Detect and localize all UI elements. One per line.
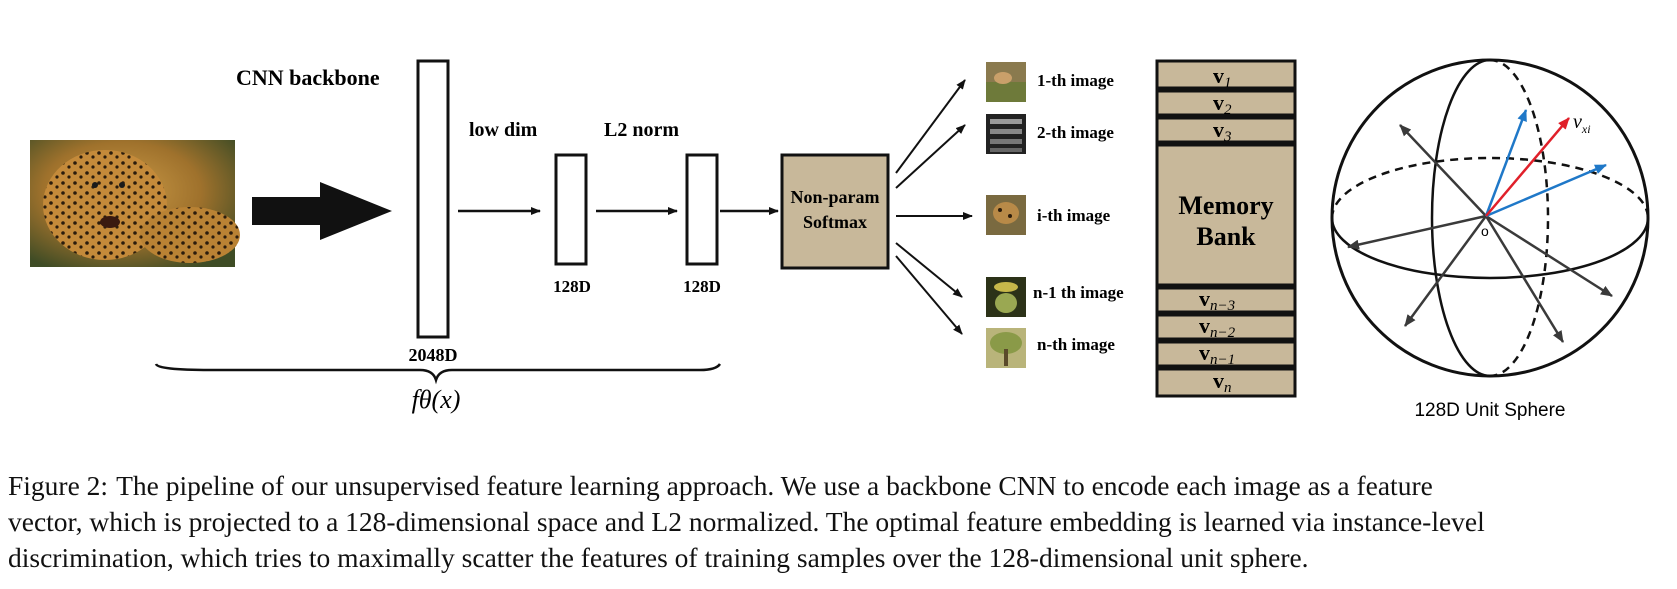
memory-slot-v2: v2 — [1213, 90, 1232, 118]
memory-bank-title-line1: Memory — [1178, 191, 1273, 220]
memory-slot-v3: v3 — [1213, 117, 1232, 145]
memory-slot-vn: vn — [1213, 368, 1232, 396]
thumbnail-1 — [986, 62, 1026, 102]
memory-bank-title-line2: Bank — [1196, 222, 1256, 251]
caption-line-1: Figure 2:The pipeline of our unsupervise… — [8, 468, 1668, 504]
caption-line-2: vector, which is projected to a 128-dime… — [8, 506, 1485, 537]
thumbnail-n — [986, 328, 1026, 368]
softmax-label-line2: Softmax — [803, 212, 867, 232]
f-theta-brace — [154, 363, 722, 385]
thumbnail-n-1 — [986, 277, 1026, 317]
pipeline-diagram: CNN backbone 2048D low dim 128D L2 norm … — [30, 58, 1650, 421]
thumbnail-i — [986, 195, 1026, 235]
input-image — [30, 140, 240, 267]
low-dim-label: low dim — [469, 119, 538, 141]
dim-2048-label: 2048D — [409, 345, 458, 365]
sphere-vector-label: vxi — [1573, 111, 1591, 136]
memory-slots-top: v1 v2 v3 — [1213, 63, 1232, 145]
softmax-label-line1: Non-param — [791, 187, 880, 207]
image-label-2: 2-th image — [1037, 123, 1114, 142]
image-label-n: n-th image — [1037, 335, 1115, 354]
memory-slot-v1: v1 — [1213, 63, 1232, 91]
lowdim-bar — [554, 153, 588, 266]
sphere-vectors — [1347, 109, 1613, 343]
figure-caption: Figure 2:The pipeline of our unsupervise… — [8, 468, 1668, 576]
figure-label: Figure 2: — [8, 470, 109, 501]
memory-slot-vn-3: vn−3 — [1199, 286, 1235, 314]
sphere-origin-label: o — [1481, 223, 1489, 239]
backbone-bar — [416, 59, 450, 339]
dim-128-label-b: 128D — [683, 277, 721, 296]
image-label-n-1: n-1 th image — [1033, 283, 1124, 302]
caption-line-3: discrimination, which tries to maximally… — [8, 542, 1309, 573]
dim-128-label-a: 128D — [553, 277, 591, 296]
input-arrow — [252, 182, 392, 240]
memory-slot-vn-2: vn−2 — [1199, 313, 1236, 341]
image-label-1: 1-th image — [1037, 71, 1114, 90]
fanout-arrows — [895, 79, 973, 335]
image-label-i: i-th image — [1037, 206, 1111, 225]
caption-text-1: The pipeline of our unsupervised feature… — [116, 470, 1433, 501]
l2norm-bar — [685, 153, 719, 266]
softmax-box — [780, 153, 890, 270]
f-theta-label: fθ(x) — [412, 385, 461, 414]
memory-bank — [1155, 59, 1297, 398]
memory-slot-vn-1: vn−1 — [1199, 340, 1235, 368]
cnn-backbone-label: CNN backbone — [236, 65, 380, 90]
l2-norm-label: L2 norm — [604, 119, 679, 141]
memory-slots-bottom: vn−3 vn−2 vn−1 vn — [1199, 286, 1236, 396]
thumbnail-2 — [986, 114, 1026, 154]
sphere-caption: 128D Unit Sphere — [1414, 400, 1565, 421]
